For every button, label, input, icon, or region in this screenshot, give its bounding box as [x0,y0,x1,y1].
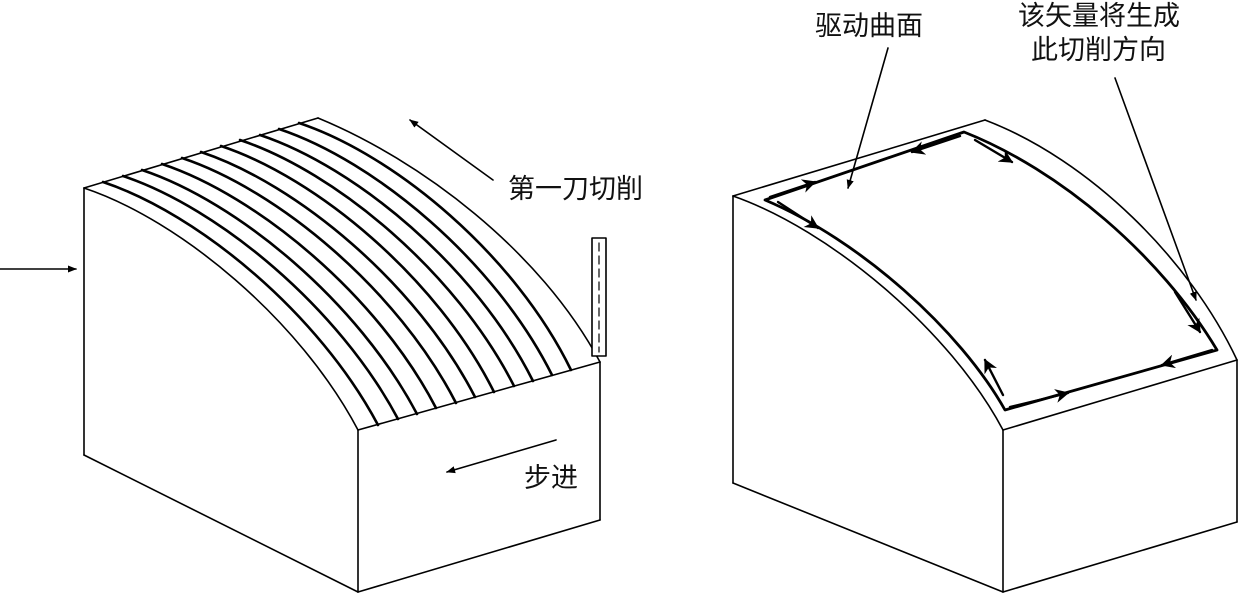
first-cut-direction-arrow [409,119,494,181]
cutting-passes [101,121,573,427]
vector-label-line1: 该矢量将生成 [1018,1,1180,32]
vector-label-line2: 此切削方向 [1031,35,1166,66]
drive-surface-label: 驱动曲面 [815,11,923,42]
cutting-tool [591,237,607,357]
drive-surface-boundary [763,130,1219,412]
stepover-label: 步进 [524,463,578,494]
vector-leader-arrow [1114,77,1197,301]
drive-surface-leader-arrow [846,47,889,189]
first-cut-label: 第一刀切削 [508,174,643,205]
stepover-arrow [446,439,557,474]
right-block [732,119,1238,593]
boundary-direction-arrows [768,134,1214,409]
